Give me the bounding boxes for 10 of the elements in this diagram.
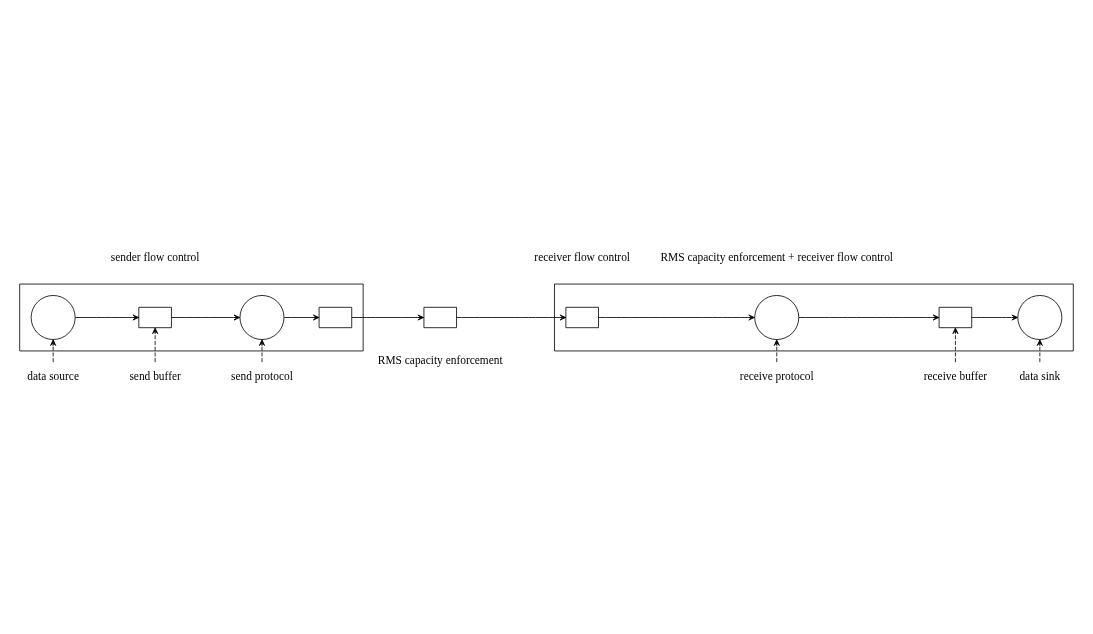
- node-text: send protocol: [231, 369, 293, 382]
- node-text: receive protocol: [739, 369, 814, 382]
- label: receiver flow control: [534, 250, 631, 263]
- label: sender flow control: [110, 250, 200, 263]
- label: RMS capacity enforcement + receiver flow control: [660, 250, 894, 263]
- node-text: data sink: [1019, 369, 1061, 382]
- label: RMS capacity enforcement: [377, 353, 503, 366]
- node-text: send buffer: [129, 369, 181, 382]
- node-text: receive buffer: [923, 369, 988, 382]
- node-text: data source: [27, 369, 79, 382]
